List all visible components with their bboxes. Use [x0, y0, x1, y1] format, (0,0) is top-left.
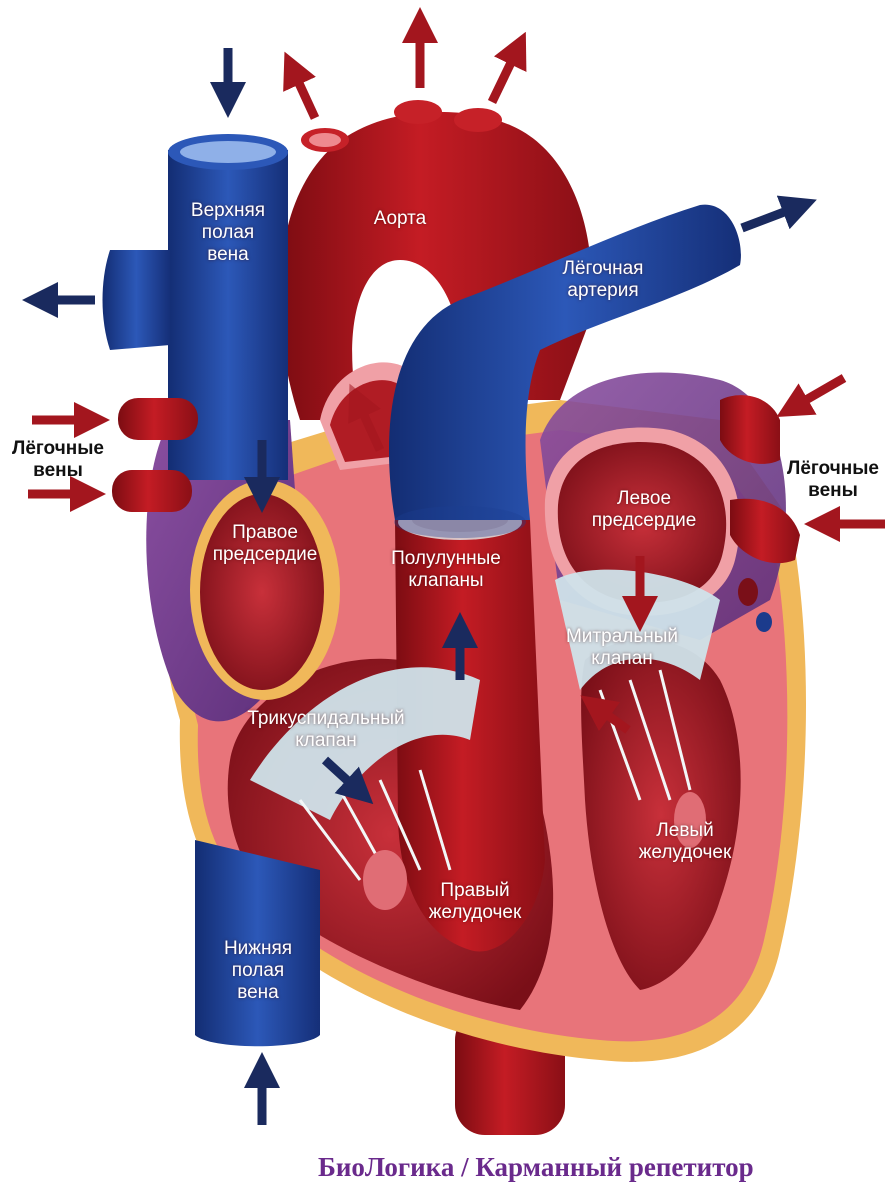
tricuspid-valve [250, 667, 480, 910]
right-atrium-chamber [190, 480, 340, 700]
pulmonary-veins-left [112, 398, 198, 512]
pulmonary-veins-right [720, 395, 800, 564]
blood-flow-arrows-red [28, 7, 885, 734]
label-aorta: Аорта [373, 208, 427, 229]
coronary-vessels [738, 578, 772, 632]
blood-flow-arrows-blue [22, 48, 817, 1125]
pulmonary-artery [388, 204, 741, 538]
left-atrium-chamber [544, 427, 740, 616]
inferior-vena-cava [195, 840, 320, 1047]
credit-caption: БиоЛогика / Карманный репетитор [318, 1152, 754, 1182]
